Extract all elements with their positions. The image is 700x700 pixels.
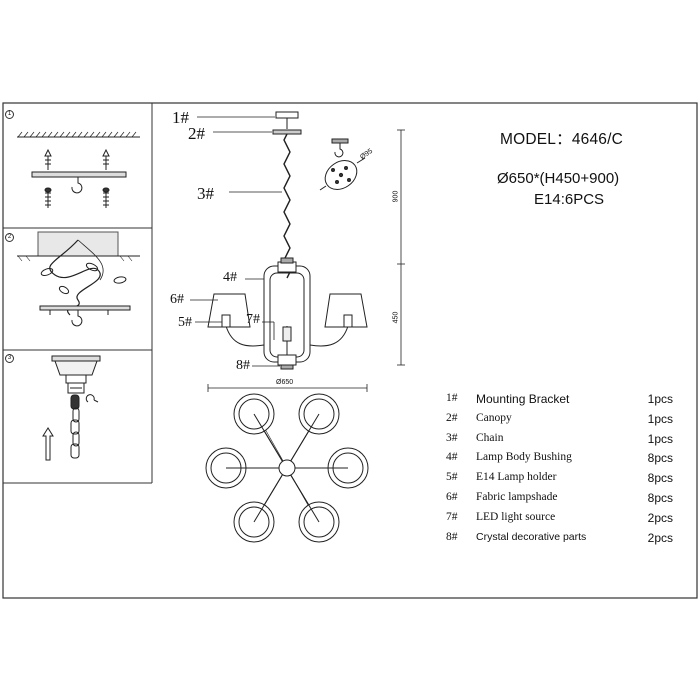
- part-number: 3#: [446, 431, 458, 444]
- parts-list: 1# Mounting Bracket 1pcs 2# Canopy 1pcs …: [446, 390, 676, 548]
- part-quantity: 1pcs: [647, 411, 673, 426]
- list-item: 5# E14 Lamp holder 8pcs: [446, 469, 676, 489]
- part-quantity: 2pcs: [647, 530, 673, 545]
- callout-2: 2#: [188, 124, 205, 143]
- part-number: 6#: [446, 490, 458, 503]
- part-name: Lamp Body Bushing: [476, 451, 572, 464]
- bulb-spec: E14:6PCS: [534, 191, 605, 208]
- part-number: 7#: [446, 510, 458, 523]
- list-item: 7# LED light source 2pcs: [446, 509, 676, 529]
- list-item: 4# Lamp Body Bushing 8pcs: [446, 449, 676, 469]
- bracket-detail: [319, 138, 366, 191]
- callout-6: 6#: [170, 292, 184, 307]
- list-item: 1# Mounting Bracket 1pcs: [446, 390, 676, 410]
- diameter-dimension: [207, 384, 368, 392]
- part-name: Canopy: [476, 411, 512, 424]
- step-3-illustration: [42, 355, 101, 461]
- part-name: LED light source: [476, 510, 556, 523]
- callout-5: 5#: [178, 315, 192, 330]
- model-label: MODEL：4646/C: [500, 131, 624, 148]
- part-name: E14 Lamp holder: [476, 471, 557, 484]
- list-item: 3# Chain 1pcs: [446, 430, 676, 450]
- height-dimension: [397, 129, 405, 366]
- size-spec: Ø650*(H450+900): [497, 170, 620, 187]
- part-number: 2#: [446, 411, 458, 424]
- part-number: 8#: [446, 530, 458, 543]
- step-1-illustration: [17, 131, 140, 208]
- diameter-label: Ø650: [276, 379, 294, 386]
- part-quantity: 8pcs: [647, 451, 673, 466]
- height-lower-label: 450: [392, 311, 400, 324]
- part-quantity: 8pcs: [647, 490, 673, 505]
- list-item: 6# Fabric lampshade 8pcs: [446, 489, 676, 509]
- callout-leaders: [190, 116, 282, 367]
- chandelier-top-view: [205, 393, 369, 543]
- chandelier-elevation: [207, 111, 368, 370]
- height-upper-label: 900: [392, 190, 400, 203]
- list-item: 2# Canopy 1pcs: [446, 410, 676, 430]
- part-name: Crystal decorative parts: [476, 530, 587, 543]
- part-quantity: 8pcs: [647, 471, 673, 486]
- part-number: 1#: [446, 392, 458, 404]
- step-number-2: 2: [5, 233, 14, 242]
- callout-7: 7#: [246, 312, 260, 327]
- part-number: 5#: [446, 471, 458, 484]
- part-name: Mounting Bracket: [476, 392, 570, 406]
- callout-3: 3#: [197, 184, 214, 203]
- step-2-illustration: [17, 231, 140, 327]
- callout-4: 4#: [223, 270, 237, 285]
- part-name: Chain: [476, 431, 504, 444]
- step-number-1: 1: [5, 110, 14, 119]
- part-name: Fabric lampshade: [476, 490, 558, 503]
- part-quantity: 2pcs: [647, 510, 673, 525]
- callout-8: 8#: [236, 358, 250, 373]
- list-item: 8# Crystal decorative parts 2pcs: [446, 529, 676, 549]
- part-quantity: 1pcs: [647, 431, 673, 446]
- step-number-3: 3: [5, 354, 14, 363]
- callout-1: 1#: [172, 108, 189, 127]
- part-number: 4#: [446, 451, 458, 464]
- part-quantity: 1pcs: [647, 392, 673, 406]
